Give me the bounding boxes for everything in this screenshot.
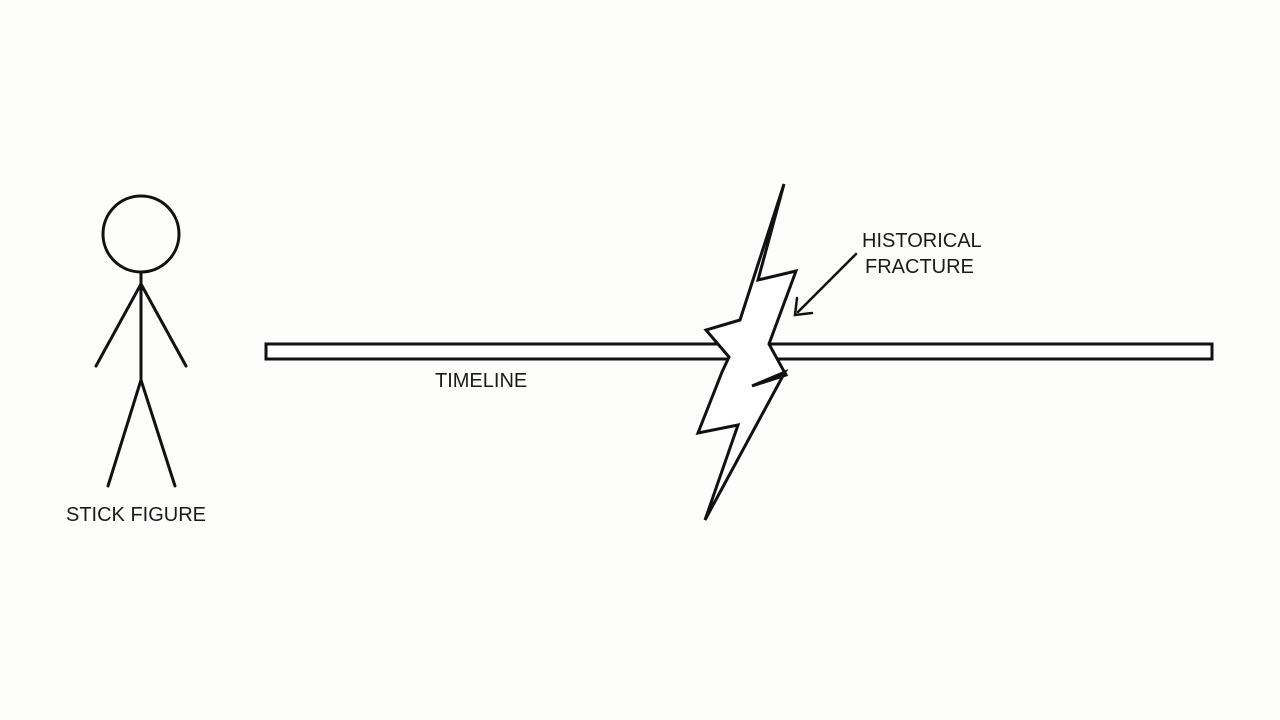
fracture-arrow-line (796, 252, 858, 314)
fracture-arrow (793, 252, 858, 317)
stick-figure-label: STICK FIGURE (66, 504, 207, 526)
timeline-label: TIMELINE (435, 370, 528, 392)
fracture-label: HISTORICAL FRACTURE (862, 228, 982, 280)
stick-figure-right-arm (139, 282, 188, 368)
stick-figure-head (101, 194, 181, 274)
stick-figure-left-arm (94, 282, 143, 368)
stick-figure-right-leg (139, 378, 177, 488)
fracture-arrow-head (793, 296, 814, 317)
fracture-label-line1: HISTORICAL (862, 230, 982, 252)
fracture-bolt (695, 183, 799, 521)
stick-figure (94, 194, 188, 488)
fracture-label-line2: FRACTURE (865, 256, 974, 278)
stick-figure-left-leg (106, 378, 143, 488)
